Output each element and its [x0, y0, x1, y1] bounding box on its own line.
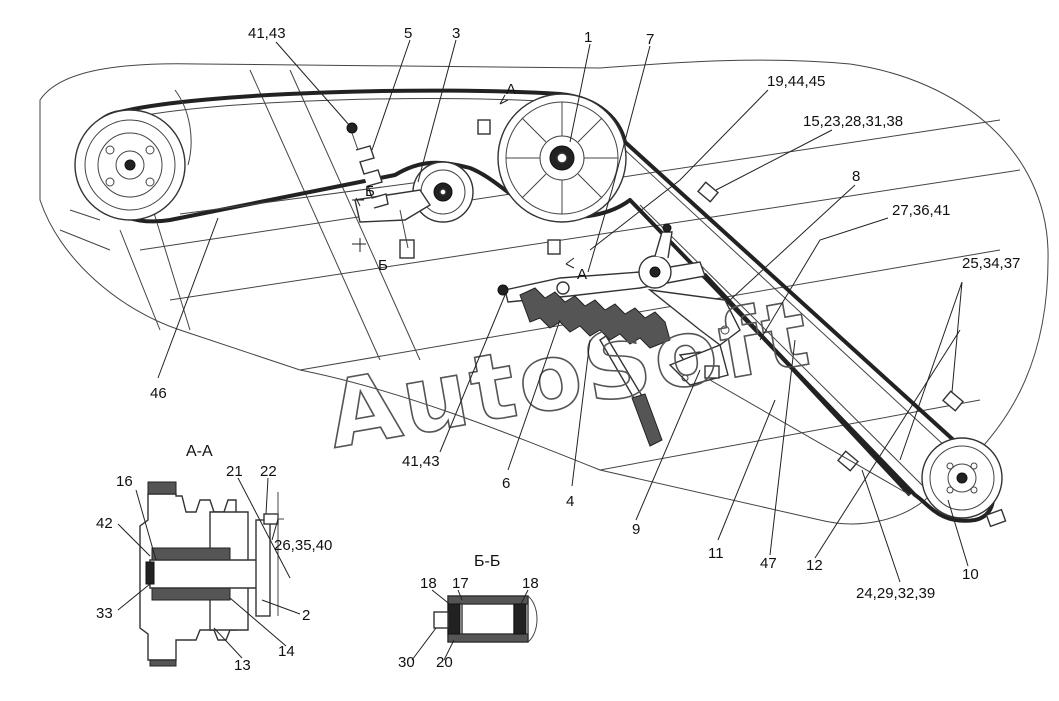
aa-callout-2: 2 — [302, 607, 310, 624]
main-pulley — [497, 93, 627, 223]
aa-callout-26-35-40: 26,35,40 — [274, 537, 332, 554]
aa-callout-13: 13 — [234, 657, 251, 674]
header-frame — [39, 59, 1049, 525]
callout-12: 12 — [806, 557, 823, 574]
section-aa-title: А-А — [186, 443, 213, 460]
section-markers — [352, 94, 575, 269]
tensioner-assembly — [497, 223, 741, 447]
callout-8: 8 — [852, 168, 860, 185]
callout-5: 5 — [404, 25, 412, 42]
callout-6: 6 — [502, 475, 510, 492]
aa-callout-16: 16 — [116, 473, 133, 490]
callout-41-43-top: 41,43 — [248, 25, 286, 42]
leader-lines — [157, 39, 969, 583]
bb-callout-20: 20 — [436, 654, 453, 671]
belt-guides — [477, 119, 1007, 528]
callout-25-34-37: 25,34,37 — [962, 255, 1020, 272]
callout-11: 11 — [708, 545, 724, 562]
section-bb-title: Б-Б — [474, 553, 500, 570]
aa-callout-22: 22 — [260, 463, 277, 480]
driven-pulley-lower-right — [921, 437, 1003, 519]
aa-callout-14: 14 — [278, 643, 295, 660]
callout-4: 4 — [566, 493, 574, 510]
bb-callout-17: 17 — [452, 575, 469, 592]
section-marker-b-top: Б — [365, 183, 375, 200]
bb-callout-18-left: 18 — [420, 575, 437, 592]
callout-1: 1 — [584, 29, 592, 46]
callout-7: 7 — [646, 31, 654, 48]
callout-10: 10 — [962, 566, 979, 583]
callout-47: 47 — [760, 555, 777, 572]
callout-41-43-bottom: 41,43 — [402, 453, 440, 470]
section-bb: Б-Б 18 17 18 30 20 — [398, 553, 539, 671]
bb-callout-18-right: 18 — [522, 575, 539, 592]
callout-19-44-45: 19,44,45 — [767, 73, 825, 90]
bb-callout-30: 30 — [398, 654, 415, 671]
callout-27-36-41: 27,36,41 — [892, 202, 950, 219]
section-marker-b-bottom: Б — [378, 257, 388, 274]
section-marker-a-top: А — [506, 81, 516, 98]
section-aa: А-А 16 21 22 42 26,35,40 33 2 13 14 — [96, 443, 332, 674]
drive-pulley-left — [74, 89, 192, 221]
aa-callout-21: 21 — [226, 463, 243, 480]
section-marker-a-bottom: А — [577, 266, 587, 283]
callout-24-29-32-39: 24,29,32,39 — [856, 585, 935, 602]
callout-15-23-28-31-38: 15,23,28,31,38 — [803, 113, 903, 130]
tension-spring-upper — [346, 122, 389, 209]
aa-callout-42: 42 — [96, 515, 113, 532]
idler-pulley — [354, 161, 474, 259]
callout-3: 3 — [452, 25, 460, 42]
aa-callout-33: 33 — [96, 605, 113, 622]
callout-9: 9 — [632, 521, 640, 538]
callout-46: 46 — [150, 385, 167, 402]
